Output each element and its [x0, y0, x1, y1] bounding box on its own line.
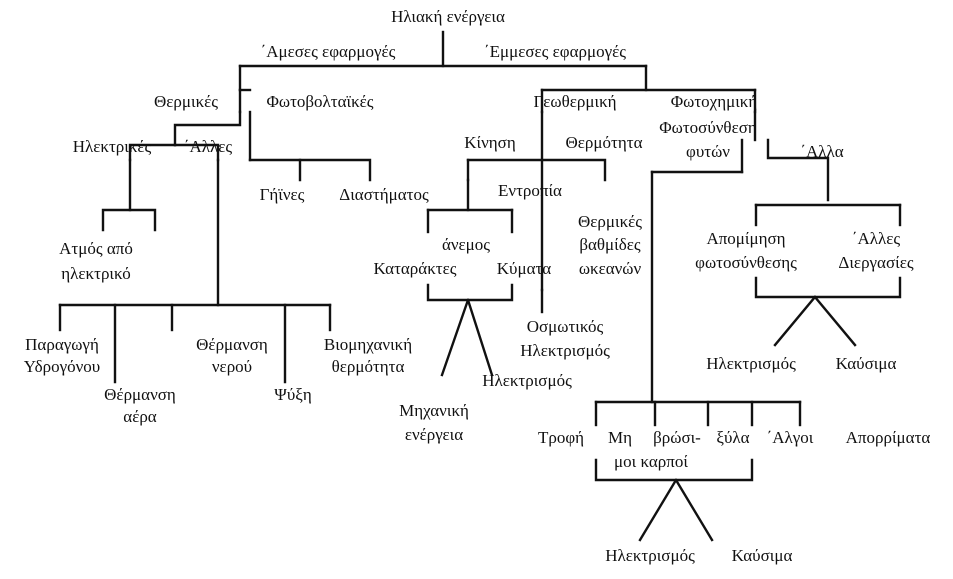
pv-terrestrial-label: Γήϊνες [260, 185, 305, 204]
steam-label-1: Ατμός από [59, 239, 133, 258]
root-label: Ηλιακή ενέργεια [391, 7, 505, 26]
fuels-c-label: Καύσιμα [732, 546, 793, 565]
food-label: Τροφή [538, 428, 584, 447]
photosynthesis-label-2: φυτών [686, 142, 730, 161]
thermal-label: Θερμικές [154, 92, 218, 111]
other2-label: ΄Αλλα [800, 142, 843, 161]
photochemical-label: Φωτοχημική [671, 92, 758, 111]
storage-fan-right [813, 295, 857, 347]
storage-label-2: φωτοσύνθεσης [695, 253, 797, 272]
non-food-label-2: βρώσι- [653, 428, 701, 447]
steam-label-2: ηλεκτρικό [61, 264, 130, 283]
heat-label: Θερμότητα [566, 133, 643, 152]
motion-label: Κίνηση [464, 133, 515, 152]
processes-label-2: Διεργασίες [838, 253, 913, 272]
labels: Ηλιακή ενέργεια ΄Αμεσες εφαρμογές ΄Εμμεσ… [24, 7, 931, 565]
photovoltaic-label: Φωτοβολταϊκές [266, 92, 373, 111]
waves-bracket [426, 283, 514, 302]
water-heat-label-1: Θέρμανση [196, 335, 268, 354]
gradients-label-2: βαθμίδες [579, 235, 641, 254]
storage-bracket [754, 276, 902, 299]
fuels-b-label: Καύσιμα [836, 354, 897, 373]
non-food-label-1: Μη [608, 428, 632, 447]
algae-label: ΄Αλγοι [767, 428, 814, 447]
direct-label: ΄Αμεσες εφαρμογές [261, 42, 396, 61]
connector-lines [58, 30, 902, 542]
air-heat-label-2: αέρα [123, 407, 157, 426]
processes-label-1: ΄Αλλες [852, 229, 901, 248]
biomass-fan-left [638, 478, 678, 542]
other-drop [173, 143, 220, 162]
industrial-label-2: θερμότητα [332, 357, 405, 376]
storage-fan-left [773, 295, 817, 347]
photosynthesis-label-1: Φωτοσύνθεση [659, 118, 757, 137]
wind-label: άνεμος [442, 235, 490, 254]
hydrogen-label-1: Παραγωγή [25, 335, 99, 354]
non-food-label-3: μοι καρποί [614, 452, 688, 471]
electrical-label: Ηλεκτρικές [73, 137, 152, 156]
osmotic-label-1: Οσμωτικός [527, 317, 604, 336]
indirect-label: ΄Εμμεσες εφαρμογές [484, 42, 626, 61]
storage-label-1: Απομίμηση [706, 229, 785, 248]
other-label: ΄Αλλες [184, 137, 233, 156]
electricity-c-label: Ηλεκτρισμός [605, 546, 695, 565]
other2-drop [766, 138, 830, 202]
electrical-branch [101, 158, 132, 232]
thermal-down [173, 110, 242, 147]
gradients-label-3: ωκεανών [579, 259, 642, 278]
waste-label: Απορρίματα [846, 428, 931, 447]
mechanical-label-1: Μηχανική [399, 401, 469, 420]
biomass-bracket [594, 458, 754, 482]
pv-branch [248, 158, 302, 182]
air-heat-label-1: Θέρμανση [104, 385, 176, 404]
electricity-a-label: Ηλεκτρισμός [482, 371, 572, 390]
gradients-label-1: Θερμικές [578, 212, 642, 231]
waves-label: Κύματα [497, 259, 552, 278]
wood-label: ξύλα [716, 428, 749, 447]
mech-fan-left [440, 298, 470, 377]
entropy-label: Εντροπία [498, 181, 562, 200]
motion-heat-bar [466, 158, 607, 182]
industrial-label-1: Βιομηχανική [324, 335, 412, 354]
pv-space-label: Διαστήματος [339, 185, 429, 204]
cooling-label: Ψύξη [274, 385, 311, 404]
geothermal-label: Γεωθερμική [533, 92, 616, 111]
electricity-b-label: Ηλεκτρισμός [706, 354, 796, 373]
hydrogen-label-2: Υδρογόνου [24, 357, 100, 376]
electrical-branch-right [128, 208, 157, 232]
waterfalls-label: Καταράκτες [374, 259, 457, 278]
biomass-fan-right [674, 478, 714, 542]
pv-split [298, 158, 372, 182]
water-heat-label-2: νερού [212, 357, 252, 376]
electrical-drop [128, 143, 177, 162]
mechanical-label-2: ενέργεια [405, 425, 463, 444]
mech-fan-right [466, 298, 494, 377]
osmotic-label-2: Ηλεκτρισμός [520, 341, 610, 360]
